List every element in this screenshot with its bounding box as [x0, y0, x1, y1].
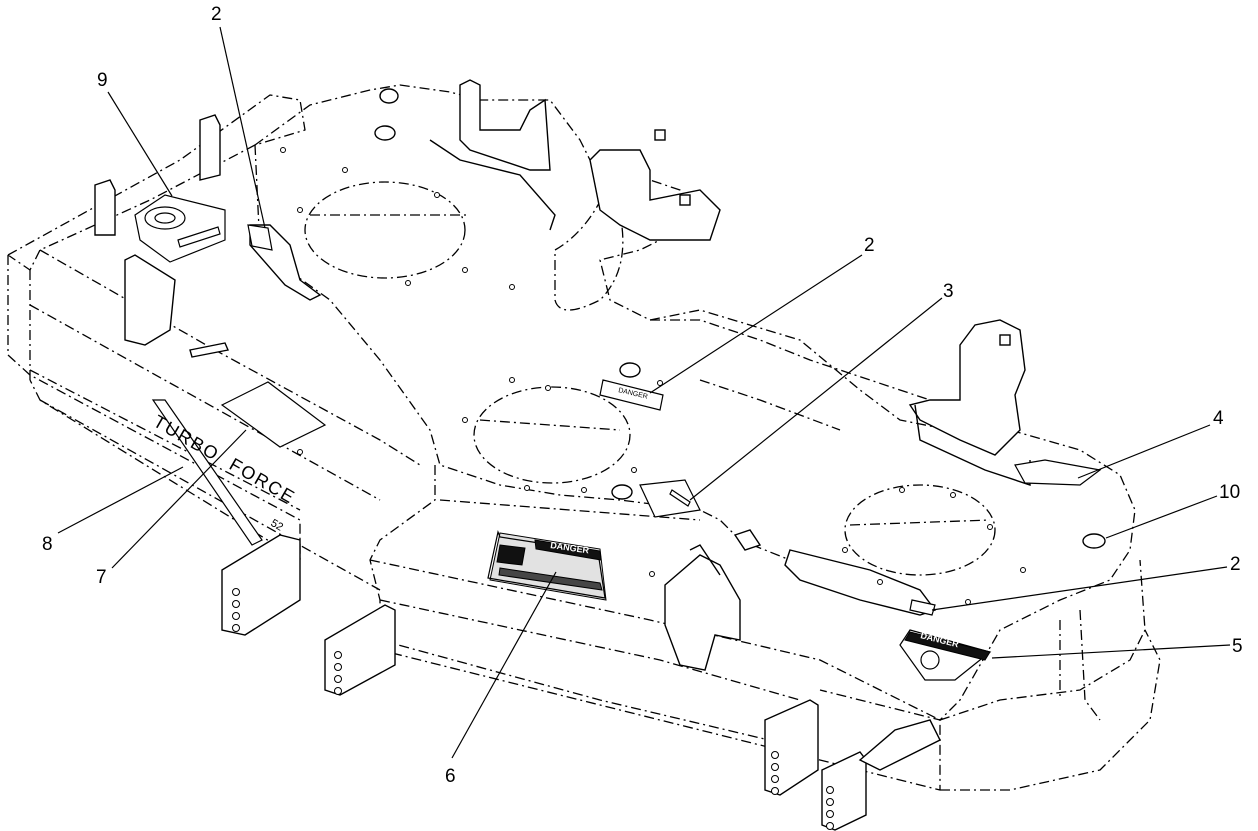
decal-3 [639, 479, 701, 518]
decal-5-danger: DANGER [899, 629, 992, 681]
callout-6: 6 [445, 766, 456, 787]
decal-7-blank [220, 381, 327, 448]
callout-2-right: 2 [1230, 554, 1241, 575]
hitch-arms [221, 534, 941, 831]
callout-2-top: 2 [211, 4, 222, 25]
decal-4-blank [1014, 459, 1102, 486]
callout-9: 9 [97, 70, 108, 91]
callout-labels: 2 9 2 3 4 10 2 5 6 7 8 [42, 4, 1243, 787]
decal-2-small-right [909, 599, 936, 616]
callout-10: 10 [1219, 482, 1240, 503]
callout-3: 3 [943, 281, 954, 302]
decal-9 [134, 194, 226, 263]
mount-brackets [94, 79, 1031, 671]
decal-2-small-left [247, 224, 273, 251]
callout-2-center: 2 [864, 235, 875, 256]
callout-5: 5 [1232, 636, 1243, 657]
decal-6-danger: DANGER [487, 529, 607, 601]
brand-force: FORCE [226, 454, 299, 508]
callout-4: 4 [1213, 408, 1224, 429]
callout-7: 7 [96, 567, 107, 588]
blade-openings [304, 179, 996, 576]
cap-callout-10 [1082, 533, 1106, 549]
rivet-holes [280, 147, 1026, 605]
callout-8: 8 [42, 534, 53, 555]
caps [189, 88, 1106, 549]
brand-size: 52 [269, 517, 286, 534]
decal-2-small-center: DANGER [599, 379, 664, 411]
leader-lines [57, 26, 1231, 759]
